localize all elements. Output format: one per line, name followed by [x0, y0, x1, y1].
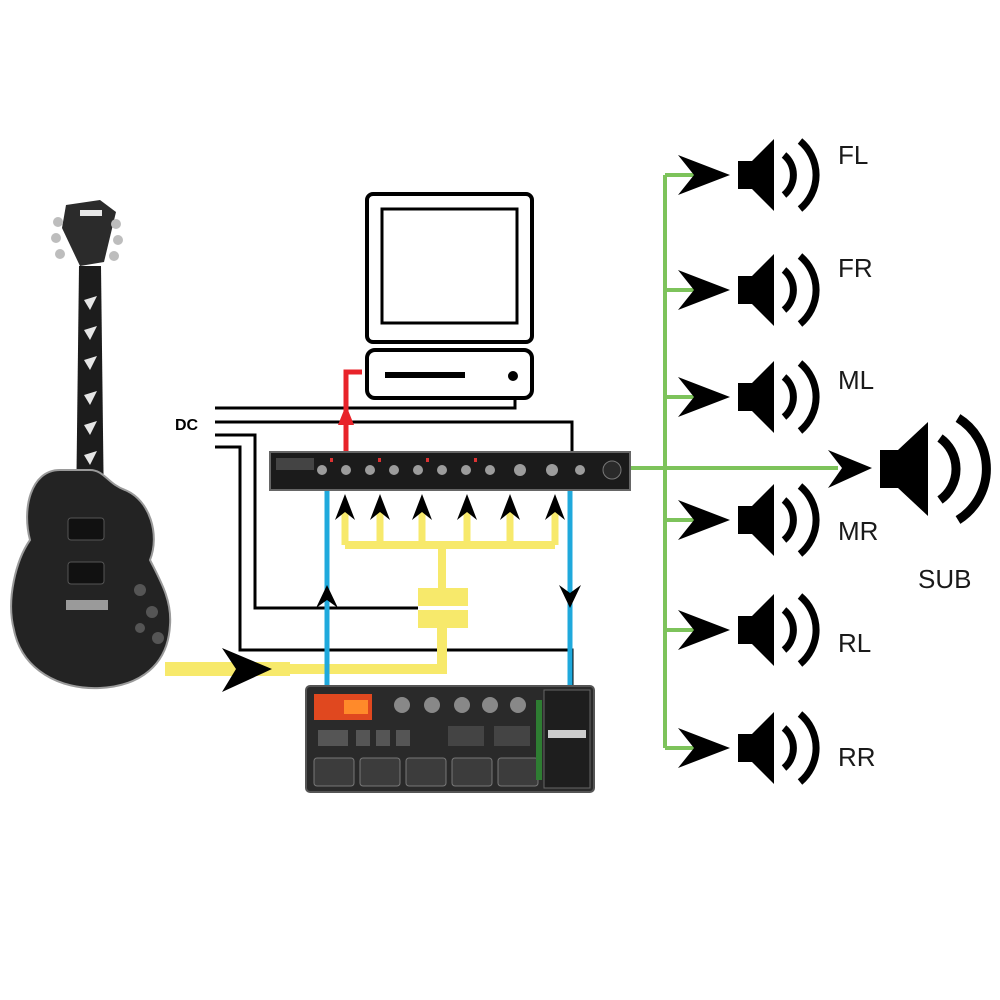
speaker-icon — [678, 483, 820, 557]
dc-label: DC — [175, 417, 199, 434]
speaker-icon — [678, 253, 820, 327]
speaker-label: MR — [838, 516, 878, 546]
subwoofer-icon — [828, 414, 991, 524]
speaker-label: RR — [838, 742, 876, 772]
speaker-label: RL — [838, 628, 871, 658]
dc-power-lines — [215, 398, 574, 690]
speaker-array: FL FR ML MR RL RR — [678, 138, 878, 785]
pedal-link-lines — [316, 488, 581, 690]
multi-effects-pedalboard-icon — [305, 685, 595, 793]
computer-icon — [365, 192, 534, 400]
speaker-icon — [678, 593, 820, 667]
guitar-signal-path — [165, 494, 565, 692]
rack-audio-interface-icon — [269, 451, 631, 491]
speaker-icon — [678, 360, 820, 434]
usb-link — [338, 369, 362, 455]
speaker-label: ML — [838, 365, 874, 395]
sub-label: SUB — [918, 564, 971, 594]
speaker-label: FR — [838, 253, 873, 283]
speaker-label: FL — [838, 140, 868, 170]
electric-guitar-icon — [10, 200, 172, 690]
speaker-icon — [678, 138, 820, 212]
speaker-icon — [678, 711, 820, 785]
